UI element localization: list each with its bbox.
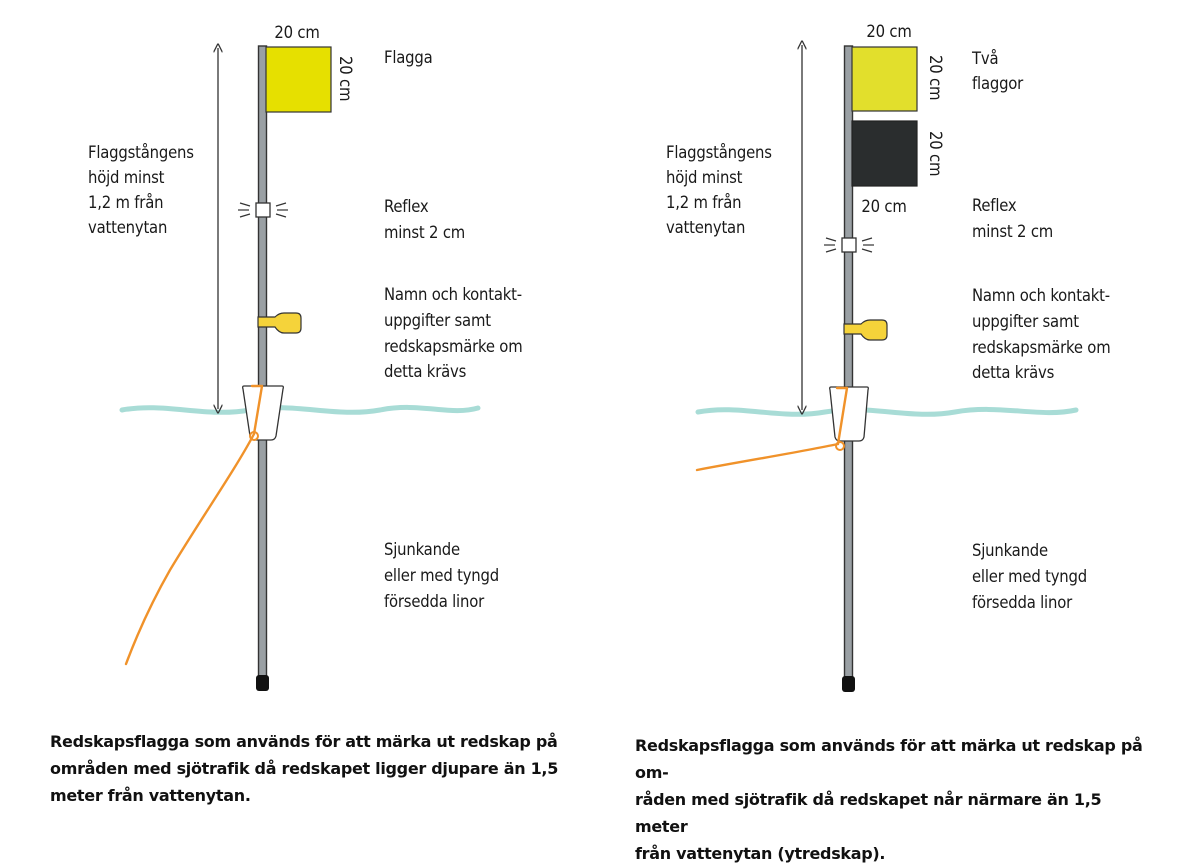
rope-left	[124, 384, 264, 666]
yellow-flag-left	[265, 46, 332, 113]
pole-weight-left	[256, 675, 269, 691]
line-label-left: Sjunkande eller med tyngd försedda linor	[384, 540, 503, 611]
flag-pole-right	[843, 45, 854, 682]
yellow-flag-right	[851, 46, 918, 112]
left-diagram: 20 cm 20 cm Flagga Flaggstångens höjd mi…	[88, 23, 527, 691]
flag2-width-label-right: 20 cm	[861, 197, 906, 216]
flag-width-label-left: 20 cm	[274, 23, 319, 42]
flag-label-right: Två flaggor	[971, 49, 1024, 93]
pole-height-label-left: Flaggstångens höjd minst 1,2 m från vatt…	[88, 143, 198, 237]
water-surface-right	[695, 406, 1079, 417]
line-label-right: Sjunkande eller med tyngd försedda linor	[972, 541, 1091, 612]
flag-height-label-left: 20 cm	[336, 56, 355, 101]
pole-weight-right	[842, 676, 855, 692]
float-left	[242, 385, 284, 441]
flag-pole-left	[257, 45, 268, 681]
rope-ring-right	[835, 441, 845, 451]
name-tag-right	[843, 319, 888, 341]
water-surface-left	[119, 404, 481, 415]
flag-width-label-right: 20 cm	[866, 22, 911, 41]
right-diagram: 20 cm 20 cm 20 cm 20 cm Två flaggor Flag…	[666, 22, 1115, 692]
name-tag-left	[257, 312, 302, 334]
diagram: 20 cm 20 cm Flagga Flaggstångens höjd mi…	[88, 22, 1115, 692]
reflex-label-right: Reflex minst 2 cm	[972, 196, 1053, 241]
rope-ring-left	[249, 431, 259, 441]
contact-label-right: Namn och kontakt- uppgifter samt redskap…	[972, 286, 1115, 382]
flag2-height-label-right: 20 cm	[926, 131, 945, 176]
black-flag-right	[851, 120, 918, 187]
flag1-height-label-right: 20 cm	[926, 55, 945, 100]
float-right	[829, 386, 869, 442]
reflex-right	[824, 237, 874, 253]
reflex-label-left: Reflex minst 2 cm	[384, 197, 465, 242]
caption-right: Redskapsflagga som används för att märka…	[635, 736, 1143, 863]
contact-label-left: Namn och kontakt- uppgifter samt redskap…	[384, 285, 527, 381]
caption-left: Redskapsflagga som används för att märka…	[50, 732, 559, 805]
pole-height-label-right: Flaggstångens höjd minst 1,2 m från vatt…	[666, 143, 776, 237]
reflex-left	[238, 202, 288, 218]
flag-label-left: Flagga	[384, 48, 433, 67]
rope-right	[695, 386, 849, 472]
